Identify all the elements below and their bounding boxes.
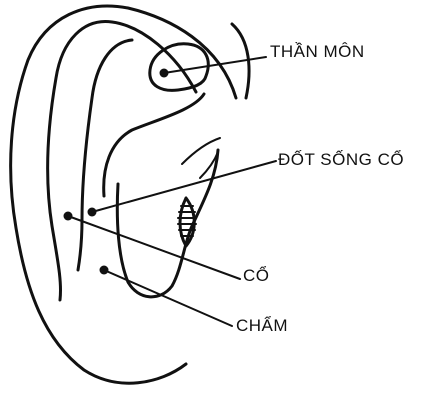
label-cham: CHẨM — [236, 316, 288, 336]
ear-concha-line — [104, 94, 204, 196]
label-co: CỔ — [243, 266, 270, 286]
leader-co — [68, 216, 240, 279]
label-than-mon: THẦN MÔN — [270, 42, 365, 62]
leader-cham — [104, 270, 232, 326]
label-dot-song-co: ĐỐT SỐNG CỔ — [278, 150, 404, 170]
ear-outer-contour — [11, 6, 236, 383]
ear-concha-bowl — [117, 150, 218, 297]
